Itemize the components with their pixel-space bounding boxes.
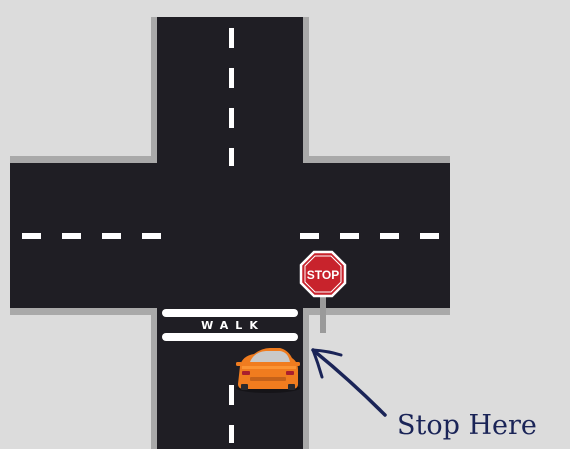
- car-wheel-right: [288, 384, 295, 390]
- car-tail-light-left: [242, 371, 250, 375]
- car-side-mirror-left: [236, 362, 242, 366]
- lane-dash: [142, 233, 161, 239]
- curved-arrow-icon: [313, 350, 385, 415]
- car-body-stripe: [242, 366, 296, 369]
- car-tail-light-right: [286, 371, 294, 375]
- lane-dash: [229, 148, 234, 166]
- lane-dash: [229, 108, 234, 128]
- lane-dash: [102, 233, 121, 239]
- stop-here-annotation: Stop Here: [397, 410, 537, 441]
- lane-dash: [229, 68, 234, 88]
- car-bumper: [250, 377, 286, 381]
- lane-dash: [420, 233, 439, 239]
- crosswalk-line-top: [162, 309, 298, 317]
- crosswalk-label: WALK: [201, 319, 265, 332]
- lane-dash: [22, 233, 41, 239]
- stop-sign-label: STOP: [307, 268, 339, 282]
- stop-sign-pole: [320, 293, 326, 333]
- lane-dash: [229, 385, 234, 405]
- lane-dash: [229, 425, 234, 443]
- lane-dash: [340, 233, 359, 239]
- arrow-shaft: [313, 350, 385, 415]
- lane-dash: [229, 28, 234, 48]
- crosswalk-line-bottom: [162, 333, 298, 341]
- car-wheel-left: [241, 384, 248, 390]
- lane-dash: [380, 233, 399, 239]
- car-side-mirror-right: [294, 362, 300, 366]
- lane-dash: [300, 233, 319, 239]
- lane-dash: [62, 233, 81, 239]
